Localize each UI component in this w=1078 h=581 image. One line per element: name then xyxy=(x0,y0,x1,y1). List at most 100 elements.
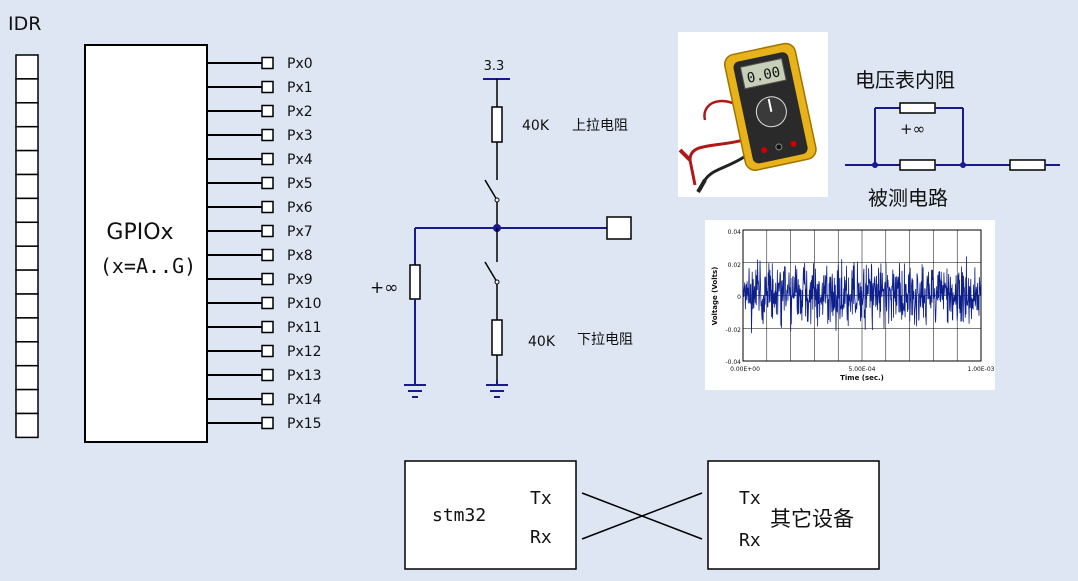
idr-bit-cell xyxy=(15,317,39,343)
input-resistor xyxy=(409,264,421,300)
x-tick: 5.00E-04 xyxy=(849,366,876,373)
other-device-box xyxy=(707,460,880,570)
pin-pad xyxy=(261,368,274,382)
pin-label: Px1 xyxy=(287,80,313,96)
pin-pad xyxy=(261,80,274,94)
idr-register xyxy=(15,54,39,439)
y-tick: 0.04 xyxy=(728,229,742,236)
pulldown-resistor xyxy=(491,319,503,356)
pin-pad xyxy=(261,248,274,262)
pin-pad xyxy=(261,128,274,142)
y-tick: -0.02 xyxy=(725,327,741,334)
pin-pad xyxy=(261,56,274,70)
circuit-resistor xyxy=(899,159,936,171)
pullup-resistor xyxy=(491,106,503,143)
idr-bit-cell xyxy=(15,245,39,271)
pullup-value: 40K xyxy=(522,118,550,134)
pullup-label: 上拉电阻 xyxy=(572,118,628,134)
x-axis-label: Time (sec.) xyxy=(840,374,884,382)
pin-pad xyxy=(261,104,274,118)
pin-label: Px9 xyxy=(287,272,313,288)
pulldown-switch xyxy=(484,261,498,283)
input-res-label: +∞ xyxy=(370,278,398,298)
voltmeter-title: 电压表内阻 xyxy=(855,68,955,92)
stm32-label: stm32 xyxy=(432,505,486,526)
idr-bit-cell xyxy=(15,102,39,128)
pin-label: Px4 xyxy=(287,152,313,168)
pin-label: Px0 xyxy=(287,56,313,72)
idr-bit-cell xyxy=(15,269,39,295)
pin-pad xyxy=(261,176,274,190)
vcc-label: 3.3 xyxy=(484,59,505,74)
pulldown-value: 40K xyxy=(528,334,556,350)
pin-pad xyxy=(261,416,274,430)
idr-bit-cell xyxy=(15,341,39,367)
gpio-range: (x=A..G) xyxy=(100,254,196,278)
gpio-block xyxy=(84,44,208,443)
pin-label: Px10 xyxy=(287,296,322,312)
rx-to-tx-wire xyxy=(581,492,703,540)
noise-series xyxy=(742,256,982,334)
pin-label: Px15 xyxy=(287,416,322,432)
idr-bit-cell xyxy=(15,388,39,415)
x-tick: 0.00E+00 xyxy=(730,366,760,373)
idr-bit-cell xyxy=(15,78,39,104)
measured-circuit-label: 被测电路 xyxy=(868,186,948,210)
pin-pad xyxy=(261,272,274,286)
pin-pad xyxy=(261,320,274,334)
pullup-switch xyxy=(484,179,498,201)
pin-label: Px13 xyxy=(287,368,322,384)
gpio-name: GPIOx xyxy=(106,220,173,245)
pin-label: Px8 xyxy=(287,248,313,264)
idr-bit-cell xyxy=(15,293,39,319)
pin-label: Px5 xyxy=(287,176,313,192)
stm32-tx-label: Tx xyxy=(530,488,552,509)
stm32-rx-label: Rx xyxy=(530,527,552,548)
pin-label: Px7 xyxy=(287,224,313,240)
multimeter-photo: 0.00 xyxy=(678,32,828,197)
idr-bit-cell xyxy=(15,149,39,176)
other-rx-label: Rx xyxy=(739,530,761,551)
pin-label: Px11 xyxy=(287,320,322,336)
y-tick: -0.04 xyxy=(725,359,741,366)
io-pad xyxy=(606,216,632,240)
pin-label: Px12 xyxy=(287,344,322,360)
pin-label: Px14 xyxy=(287,392,322,408)
meter-inf-label: +∞ xyxy=(900,120,925,138)
voltmeter-circuit: 电压表内阻 +∞ 被测电路 xyxy=(845,68,1060,210)
uart-diagram: stm32 Tx Rx Tx Rx 其它设备 xyxy=(404,460,880,570)
pin-pad xyxy=(261,344,274,358)
y-axis-label: Voltage (Volts) xyxy=(711,267,719,326)
pulldown-label: 下拉电阻 xyxy=(577,332,633,348)
pin-pad xyxy=(261,296,274,310)
y-tick: 0.02 xyxy=(728,262,742,269)
idr-label: IDR xyxy=(8,13,41,35)
pin-pad xyxy=(261,392,274,406)
meter-resistor xyxy=(899,102,936,114)
pin-pad xyxy=(261,152,274,166)
gpio-pins: Px0Px1Px2Px3Px4Px5Px6Px7Px8Px9Px10Px11Px… xyxy=(207,56,322,432)
idr-bit-cell xyxy=(15,197,39,224)
idr-bit-cell xyxy=(15,364,39,391)
pin-label: Px3 xyxy=(287,128,313,144)
other-device-label: 其它设备 xyxy=(770,507,854,531)
idr-bit-cell xyxy=(15,125,39,152)
y-tick: 0 xyxy=(737,294,741,301)
other-tx-label: Tx xyxy=(739,488,761,509)
idr-bit-cell xyxy=(15,173,39,200)
pin-label: Px6 xyxy=(287,200,313,216)
pin-pad xyxy=(261,224,274,238)
stm32-box xyxy=(404,460,577,570)
noise-chart: 0.04 0.02 0 -0.02 -0.04 0.00E+00 5.00E-0… xyxy=(705,220,995,390)
pin-label: Px2 xyxy=(287,104,313,120)
pull-circuit: 3.3 40K 上拉电阻 +∞ 40K 下拉电阻 xyxy=(370,59,633,398)
idr-bit-cell xyxy=(15,221,39,247)
idr-bit-cell xyxy=(15,412,39,439)
multimeter-display: 0.00 xyxy=(746,64,782,87)
ground-icon xyxy=(404,380,426,398)
pin-pad xyxy=(261,200,274,214)
x-tick: 1.00E-03 xyxy=(968,366,995,373)
load-resistor xyxy=(1009,159,1046,171)
idr-bit-cell xyxy=(15,54,39,80)
